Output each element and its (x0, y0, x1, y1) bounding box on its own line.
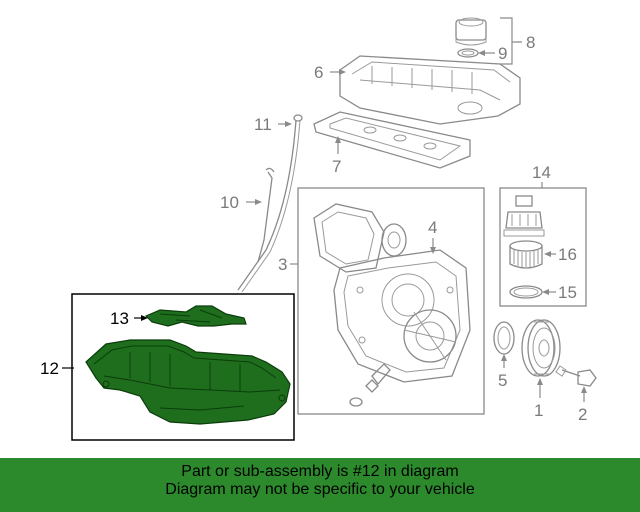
dipstick-tube[interactable] (237, 114, 303, 293)
callout-13: 13 (110, 309, 129, 328)
callout-14: 14 (532, 163, 551, 182)
callout-12: 12 (40, 359, 59, 378)
bracket-8 (500, 17, 522, 65)
parts-diagram: 8 9 6 7 11 10 3 (40, 17, 597, 441)
dipstick[interactable] (257, 167, 275, 263)
filler-cap-seal[interactable] (457, 48, 479, 58)
callout-6: 6 (314, 63, 323, 82)
oil-filter-element[interactable] (509, 240, 543, 269)
crankshaft-pulley-bolt[interactable] (555, 365, 597, 387)
valve-cover[interactable] (339, 55, 521, 125)
oil-filter-o-ring[interactable] (509, 285, 543, 299)
timing-cover-group-box (297, 187, 485, 415)
crankshaft-pulley[interactable] (521, 319, 561, 377)
timing-cover[interactable] (313, 203, 471, 383)
crankshaft-front-seal[interactable] (493, 321, 515, 355)
callout-7: 7 (332, 157, 341, 176)
footer-line-1: Part or sub-assembly is #12 in diagram (181, 463, 459, 480)
footer-banner: Part or sub-assembly is #12 in diagram D… (0, 458, 640, 512)
valve-cover-gasket[interactable] (313, 111, 471, 169)
callout-9: 9 (498, 44, 507, 63)
oil-filter-group-box (499, 187, 587, 307)
oil-pan-gasket[interactable] (144, 305, 247, 327)
callout-15: 15 (558, 283, 577, 302)
callout-2: 2 (578, 405, 587, 424)
callout-4: 4 (428, 218, 437, 237)
callout-11: 11 (254, 115, 272, 134)
oil-pressure-sensor[interactable] (349, 363, 391, 407)
oil-filter-housing-cap[interactable] (503, 195, 545, 237)
callout-8: 8 (526, 33, 535, 52)
oil-pan-group-box (71, 293, 295, 441)
callout-1: 1 (534, 401, 543, 420)
callout-5: 5 (498, 371, 507, 390)
oil-pan[interactable] (85, 339, 291, 425)
callout-10: 10 (220, 193, 239, 212)
footer-line-2: Diagram may not be specific to your vehi… (165, 481, 475, 498)
oil-filler-cap[interactable] (455, 17, 487, 46)
callout-16: 16 (558, 245, 577, 264)
callout-3: 3 (278, 255, 287, 274)
oil-pump-gear[interactable] (381, 223, 407, 257)
